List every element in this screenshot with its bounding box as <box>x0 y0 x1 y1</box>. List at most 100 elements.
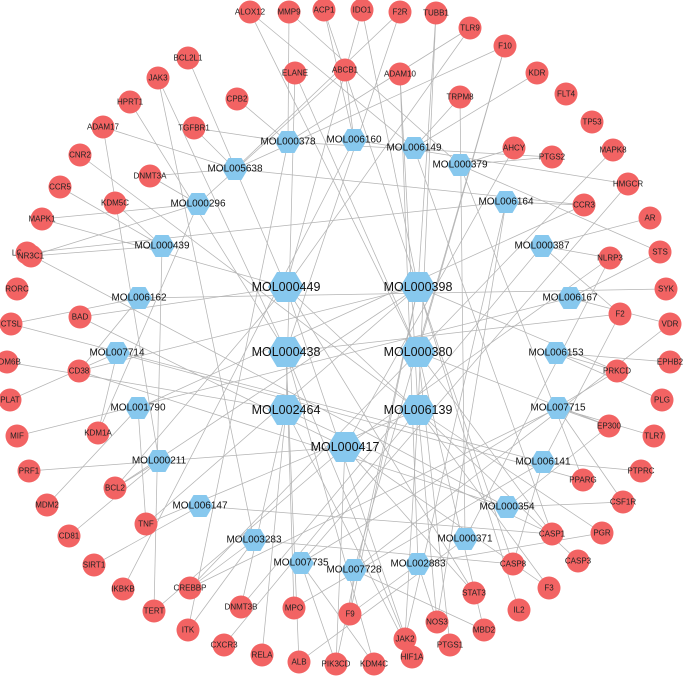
target-node: CNR2 <box>68 143 92 167</box>
target-node-label: MAPK1 <box>28 215 56 224</box>
target-node-circle <box>540 145 564 169</box>
network-edge <box>187 539 255 631</box>
target-node: CASP1 <box>539 522 566 546</box>
compound-node-hexagon <box>400 337 436 367</box>
target-node-label: HIF1A <box>401 653 424 662</box>
target-node-circle <box>572 193 596 217</box>
target-node: ADAM10 <box>384 62 417 86</box>
target-node-label: DNMT3A <box>134 172 168 181</box>
target-node-label: TGFBR1 <box>178 124 210 133</box>
target-node: TUBB1 <box>423 1 449 25</box>
target-node-circle <box>608 302 632 326</box>
compound-node-label: MOL007728 <box>326 565 381 576</box>
target-node: ITK <box>176 618 200 642</box>
target-node-label: JAK2 <box>395 635 415 644</box>
target-node: DNMT3B <box>225 595 257 619</box>
target-node-circle <box>525 61 549 85</box>
target-node-circle <box>19 244 43 268</box>
target-node: EPHB2 <box>657 350 684 374</box>
target-node-circle <box>597 414 621 438</box>
target-node-circle <box>648 240 672 264</box>
target-node-label: F9 <box>345 610 355 619</box>
target-node: RORC <box>5 277 29 301</box>
compound-node-label: MOL006153 <box>528 348 583 359</box>
target-node-circle <box>537 576 561 600</box>
network-edge <box>189 539 255 589</box>
target-node: CTSL <box>0 312 23 336</box>
target-node-label: CREBBP <box>174 584 207 593</box>
target-node-circle <box>0 312 23 336</box>
target-node: ALOX12 <box>235 0 266 24</box>
compound-node: MOL006141 <box>515 451 571 473</box>
compound-node-label: MOL000211 <box>132 456 187 467</box>
target-node: HMGCR <box>613 172 643 196</box>
target-node-label: TERT <box>144 607 165 616</box>
target-node: NLRP3 <box>597 246 623 270</box>
target-node-label: IDO1 <box>353 6 372 15</box>
target-node-label: ALB <box>291 658 306 667</box>
target-node-label: CCR3 <box>573 201 595 210</box>
target-node: JAK2 <box>393 627 417 651</box>
target-node-circle <box>338 602 362 626</box>
network-edge <box>234 11 401 170</box>
target-node-circle <box>103 191 127 215</box>
target-node-circle <box>176 46 200 70</box>
network-edge <box>285 313 621 353</box>
target-node-circle <box>605 359 629 383</box>
network-edge <box>413 72 538 149</box>
compound-node-label: MOL000379 <box>432 160 487 171</box>
target-node: CSF1R <box>610 490 636 514</box>
target-node-circle <box>388 0 412 24</box>
target-node: VDR <box>658 312 682 336</box>
target-node-circle <box>229 595 253 619</box>
network-edge <box>285 351 406 640</box>
compound-node-hexagon <box>241 529 267 551</box>
network-edge <box>197 69 346 205</box>
target-node-circle <box>324 652 348 676</box>
compound-node: MOL006167 <box>542 287 598 309</box>
target-node: F9 <box>338 602 362 626</box>
target-node-circle <box>30 207 54 231</box>
compound-node-label: MOL006141 <box>515 457 570 468</box>
target-node-label: ITK <box>182 626 195 635</box>
target-node-label: ADAM17 <box>87 123 120 132</box>
target-node-label: MBD2 <box>473 626 496 635</box>
network-edge <box>417 409 438 623</box>
target-node-circle <box>616 172 640 196</box>
target-node-label: CSF1R <box>610 498 636 507</box>
target-node: MAPK1 <box>28 207 56 231</box>
compound-node-hexagon <box>146 450 172 472</box>
target-node-circle <box>86 421 110 445</box>
target-node-label: TP53 <box>582 118 602 127</box>
target-node: TLR9 <box>458 16 482 40</box>
target-node: CPB2 <box>225 87 249 111</box>
compound-node: MOL000296 <box>170 193 226 215</box>
target-node: ADAM17 <box>87 115 120 139</box>
network-edge <box>79 316 346 448</box>
target-node-label: MMP9 <box>277 8 301 17</box>
network-edge <box>149 168 236 177</box>
network-edge <box>285 27 471 288</box>
target-node-circle <box>438 633 462 657</box>
network-edge <box>240 409 287 608</box>
compound-node: MOL000380 <box>384 337 452 367</box>
compound-node-label: MOL006167 <box>542 293 597 304</box>
target-node-circle <box>225 87 249 111</box>
target-node-label: PPARG <box>569 476 596 485</box>
target-node-circle <box>472 618 496 642</box>
target-node: MMP9 <box>277 0 301 24</box>
compound-node-label: MOL000371 <box>437 534 492 545</box>
target-node-circle <box>650 388 674 412</box>
compound-node-hexagon <box>187 495 213 517</box>
target-node: AHCY <box>502 136 526 160</box>
network-edge <box>234 168 585 206</box>
network-edge <box>349 563 419 615</box>
target-node: BAD <box>68 305 92 329</box>
target-node-label: TNF <box>138 520 154 529</box>
target-node: SYK <box>654 277 678 301</box>
compound-node: MOL005638 <box>207 158 263 180</box>
compound-node-label: MOL007735 <box>273 558 328 569</box>
network-edge <box>293 461 544 609</box>
target-node-circle <box>448 85 472 109</box>
target-node: PLAT <box>0 388 22 412</box>
